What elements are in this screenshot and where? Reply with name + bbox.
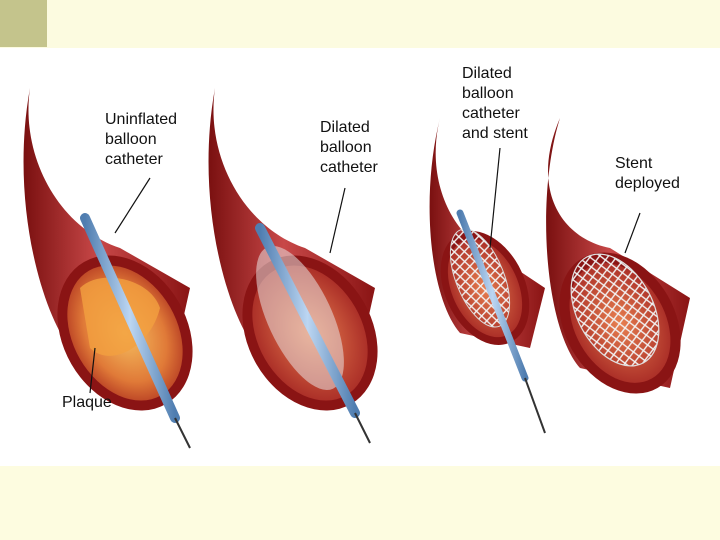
vessel-uninflated [23,88,193,449]
label-uninflated-balloon-catheter: Uninflated balloon catheter [105,111,178,168]
label-dilated-balloon-catheter: Dilated balloon catheter [320,119,378,176]
slide-header [0,0,720,48]
label-stent-deployed: Stent deployed [615,155,680,192]
corner-accent-block [0,0,47,47]
angioplasty-diagram: Uninflated balloon catheter Dilated ball… [0,48,720,466]
vessel-dilated [208,88,378,444]
label-plaque: Plaque [62,394,112,411]
slide-footer [0,466,720,540]
vessel-stent-deployed [546,118,690,394]
vessel-illustrations [23,88,690,449]
label-dilated-balloon-catheter-and-stent: Dilated balloon catheter and stent [462,65,528,142]
label-leader-lines [89,147,641,394]
vessel-dilated-stent [429,118,546,434]
